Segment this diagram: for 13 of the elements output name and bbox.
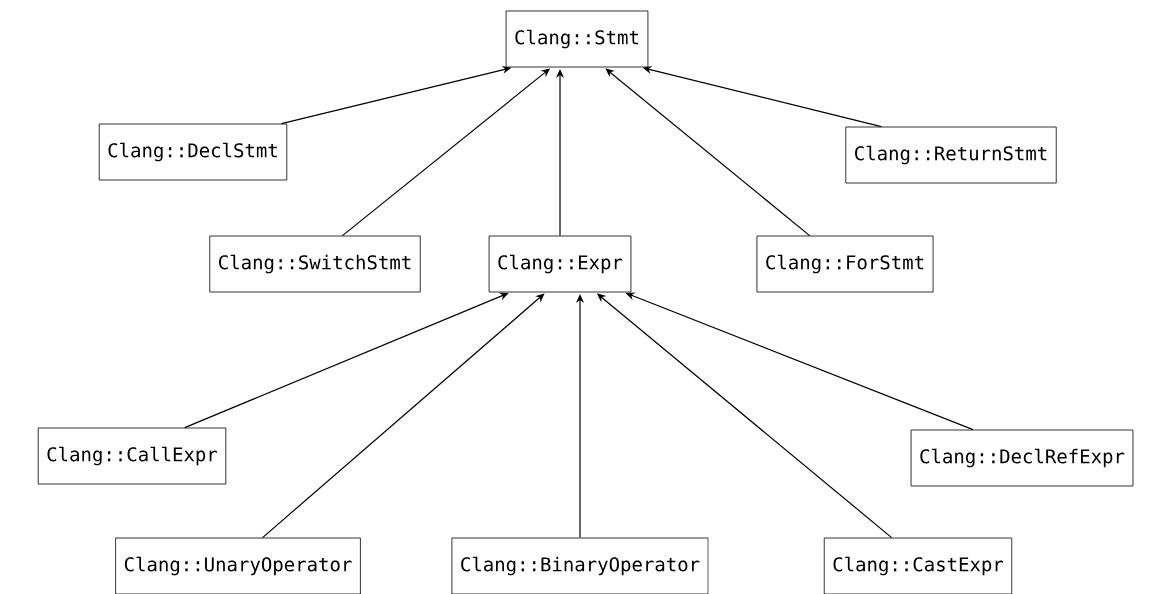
class-box: Clang::BinaryOperator [451,537,709,594]
class-box: Clang::CallExpr [37,427,227,485]
class-box: Clang::DeclStmt [98,123,288,181]
class-box: Clang::Stmt [505,10,649,68]
arrow [605,68,811,237]
class-box: Clang::DeclRefExpr [910,429,1134,487]
class-box: Clang::UnaryOperator [115,537,361,594]
class-box: Clang::SwitchStmt [209,235,421,293]
class-box: Clang::ReturnStmt [845,126,1057,184]
class-box: Clang::CastExpr [823,537,1013,594]
arrow [261,293,545,539]
class-box: Clang::ForStmt [756,235,934,293]
class-box: Clang::Expr [488,235,632,293]
